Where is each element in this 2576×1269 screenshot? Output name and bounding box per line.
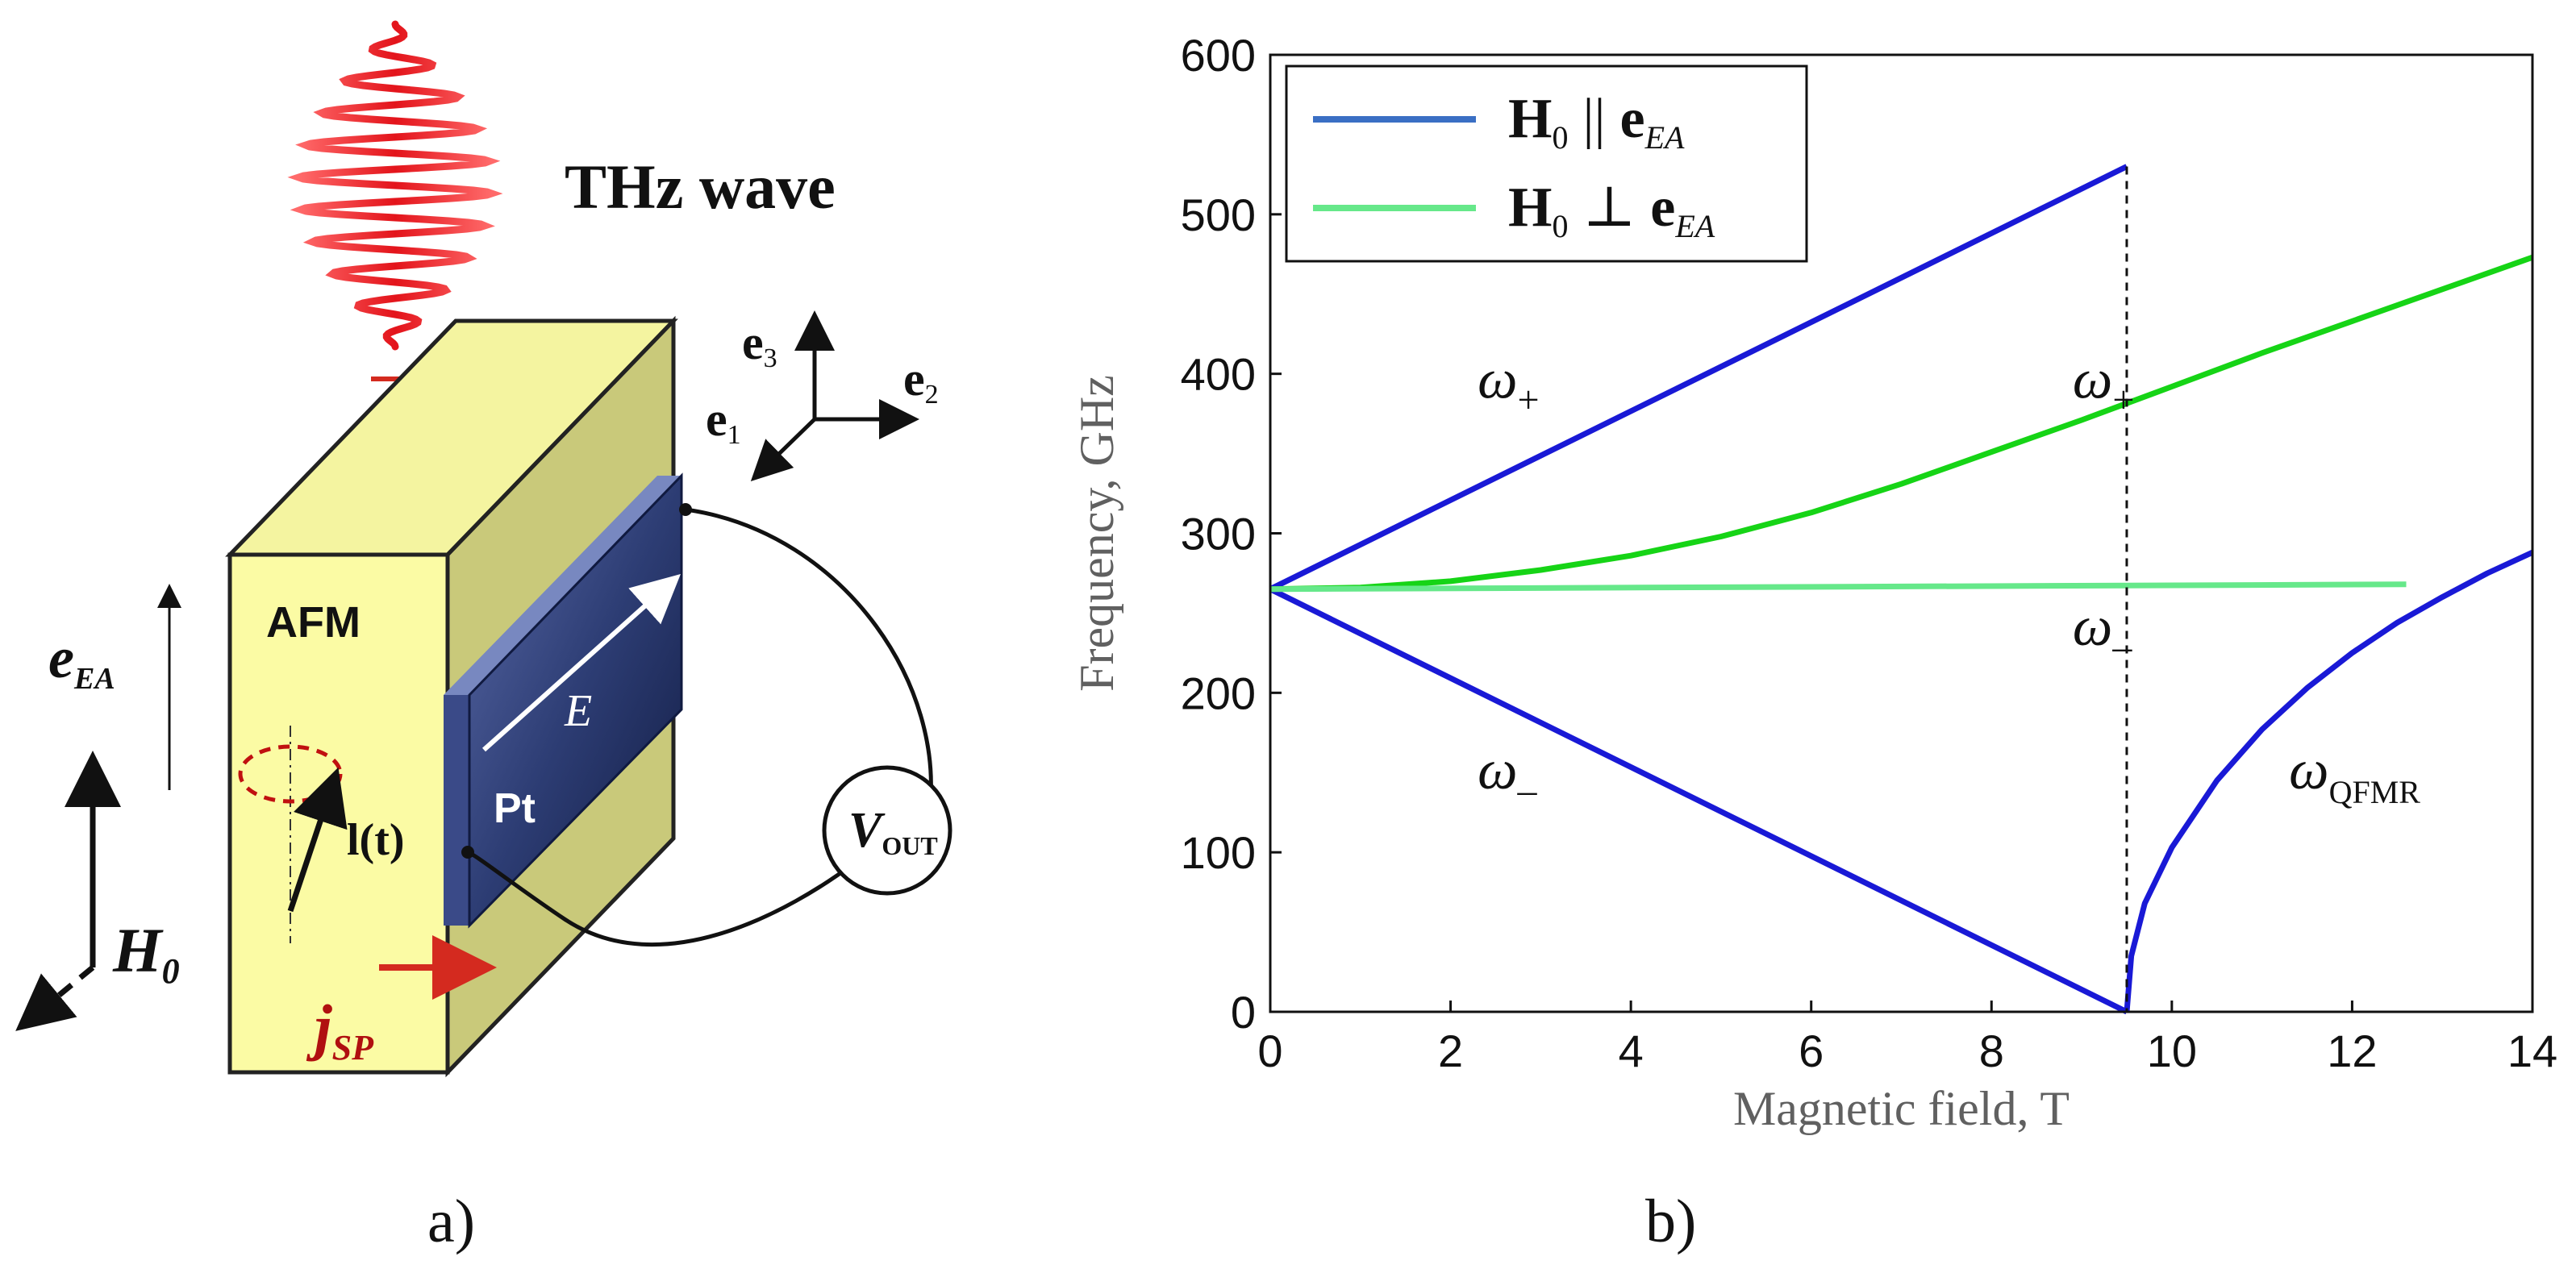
x-axis-label: Magnetic field, T — [1733, 1082, 2070, 1135]
h0-label: H0 — [112, 915, 180, 991]
x-tick-label: 12 — [2327, 1026, 2377, 1076]
panel-a-caption: a) — [427, 1188, 475, 1255]
mode-annotation: ω– — [1478, 739, 1537, 812]
wire-contact-top — [679, 503, 692, 516]
wire-contact-bottom — [461, 846, 474, 859]
series-line-perp_minus — [1269, 581, 2407, 593]
series-line-par_plus — [1269, 164, 2128, 592]
efield-arrow — [482, 574, 681, 752]
thz-wave-label: THz wave — [565, 152, 836, 222]
afm-label: AFM — [266, 598, 361, 647]
neel-vector-arrow — [287, 767, 348, 913]
panel-b-chart: 0 2 4 6 8 10 12 14 0 100 200 300 400 500 600 ω+ ω+ ω– ω– ω… — [1070, 30, 2557, 1255]
series-line-perp_plus — [1269, 254, 2534, 593]
legend-box — [1285, 64, 1808, 263]
y-tick-label: 0 — [1231, 987, 1256, 1038]
panel-b-caption: b) — [1645, 1188, 1696, 1255]
x-tick-label: 6 — [1799, 1026, 1824, 1076]
legend-entry-parallel: H0||eEA — [1508, 88, 1685, 156]
mode-annotation: ωQFMR — [2289, 739, 2420, 810]
x-tick-label: 2 — [1438, 1026, 1463, 1076]
mode-annotation: ω+ — [2073, 348, 2135, 421]
series-line-par_minus — [1269, 586, 2128, 1015]
mode-annotation: ω+ — [1478, 348, 1540, 421]
y-tick-label: 400 — [1181, 349, 1256, 400]
series-line-par_qfmr — [2124, 550, 2534, 1013]
pt-strip-top — [444, 476, 682, 695]
y-tick-label: 600 — [1181, 30, 1256, 81]
y-tick-label: 100 — [1181, 827, 1256, 878]
panel-a-diagram: THz wave AFM E Pt VOUT e3 e2 e1 — [15, 20, 952, 1255]
neel-vector-label: l(t) — [347, 815, 405, 865]
y-axis-label: Frequency, GHz — [1070, 375, 1123, 692]
voltmeter-icon — [822, 765, 952, 896]
pt-label: Pt — [494, 785, 536, 832]
pt-strip-side — [444, 695, 469, 926]
axis-e2-label: e2 — [903, 352, 939, 410]
x-tick-label: 14 — [2507, 1026, 2557, 1076]
y-tick-label: 500 — [1181, 189, 1256, 240]
mode-annotation: ω– — [2073, 596, 2132, 668]
legend: H0||eEA H0⊥eEA — [1285, 64, 1808, 263]
x-tick-label: 10 — [2147, 1026, 2197, 1076]
x-tick-label: 8 — [1979, 1026, 2004, 1076]
x-tick-label: 4 — [1619, 1026, 1644, 1076]
coordinate-axes: e3 e2 e1 — [706, 310, 939, 481]
circuit-wire — [467, 507, 933, 947]
legend-entry-perpendicular: H0⊥eEA — [1508, 177, 1715, 244]
y-tick-label: 200 — [1181, 668, 1256, 718]
h0-perp-arrow — [15, 965, 95, 1031]
easy-axis-label: eEA — [48, 626, 115, 696]
efield-label: E — [564, 686, 592, 736]
x-tick-label: 0 — [1257, 1026, 1282, 1076]
y-tick-label: 300 — [1181, 509, 1256, 560]
vout-label: VOUT — [848, 803, 938, 860]
axis-e3-label: e3 — [742, 316, 777, 373]
axis-e1-label: e1 — [706, 393, 741, 450]
thz-wave-icon — [287, 20, 503, 351]
